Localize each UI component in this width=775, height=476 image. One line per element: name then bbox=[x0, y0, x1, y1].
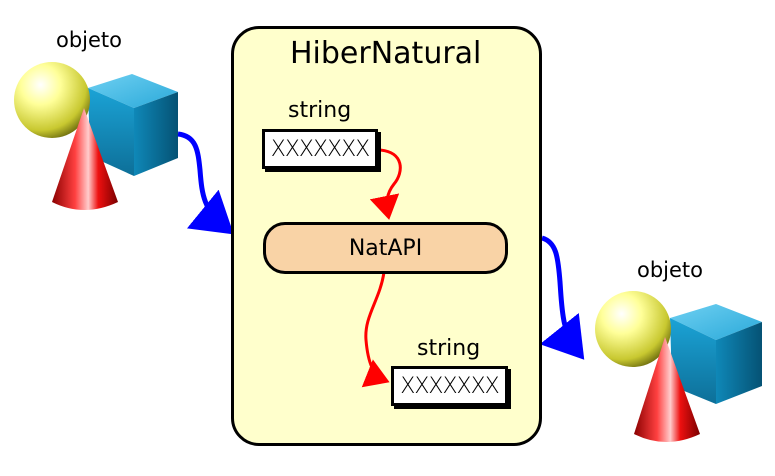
output-string-label: string bbox=[417, 336, 481, 361]
input-string-label: string bbox=[288, 98, 352, 123]
input-flow-arrow bbox=[177, 131, 234, 235]
output-object-graphic bbox=[595, 291, 762, 442]
output-object-label: objeto bbox=[637, 258, 704, 282]
input-object-graphic bbox=[14, 62, 178, 210]
cube-side bbox=[134, 92, 178, 176]
output-string-box: XXXXXXX bbox=[391, 366, 508, 406]
cone bbox=[52, 108, 118, 210]
natapi-box: NatAPI bbox=[263, 222, 508, 274]
cube-top bbox=[88, 74, 178, 108]
sphere bbox=[14, 62, 90, 138]
panel-title: HiberNatural bbox=[290, 36, 482, 71]
input-string-box: XXXXXXX bbox=[262, 129, 378, 169]
input-object-label: objeto bbox=[56, 28, 123, 52]
output-flow-arrow bbox=[539, 235, 585, 360]
